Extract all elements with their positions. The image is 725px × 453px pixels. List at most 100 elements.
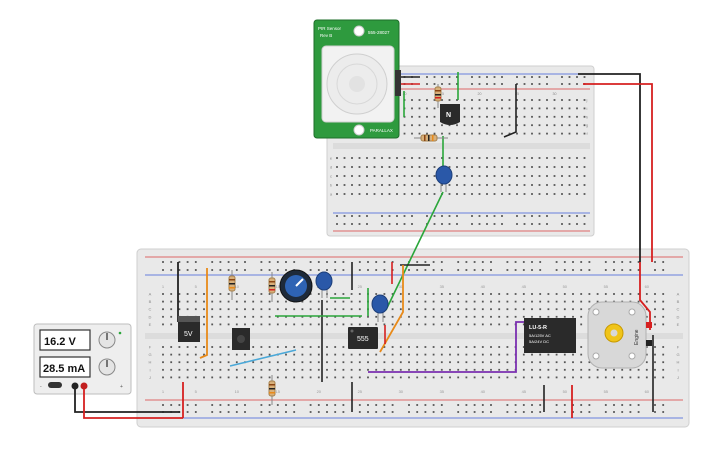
- main-row-label-left: A: [149, 292, 152, 297]
- main-col-label-bottom: 20: [317, 389, 322, 394]
- top-col-label: 15: [440, 92, 444, 96]
- top-breadboard-center-channel: [333, 143, 590, 149]
- main-col-label-top: 10: [235, 284, 240, 289]
- resistor-main-3[interactable]: [268, 375, 276, 405]
- main-row-label-left: G: [148, 352, 151, 357]
- main-row-label-left: C: [149, 307, 152, 312]
- gnd-long-wire[interactable]: [578, 73, 641, 262]
- top-col-label: 30: [553, 92, 557, 96]
- relay[interactable]: LU-5-R 5A/125V AC 5A/24V DC: [524, 318, 576, 353]
- main-col-label-top: 45: [522, 284, 527, 289]
- main-row-label-right: A: [677, 292, 680, 297]
- main-col-label-top: 60: [645, 284, 650, 289]
- transistor-label: N: [446, 112, 451, 119]
- top-row-label: i: [587, 106, 588, 111]
- timer-ic-555[interactable]: 555: [348, 327, 378, 349]
- psu-positive-wire[interactable]: [83, 389, 183, 419]
- main-row-label-left: H: [149, 360, 152, 365]
- top-row-label: f: [586, 131, 588, 136]
- main-col-label-bottom: 60: [645, 389, 650, 394]
- main-row-label-right: G: [676, 352, 679, 357]
- motor-label: Engine: [634, 329, 640, 345]
- terminal-plus-label: +: [120, 384, 123, 390]
- main-row-label-right: E: [677, 322, 680, 327]
- potentiometer[interactable]: [279, 269, 313, 303]
- top-row-label: j: [586, 98, 588, 103]
- orange-jumper-left[interactable]: [199, 268, 208, 359]
- main-row-label-right: D: [677, 314, 680, 319]
- capacitor-main-1[interactable]: [315, 271, 333, 298]
- pir-header-pins[interactable]: [395, 70, 401, 96]
- main-row-label-left: F: [149, 345, 152, 350]
- main-col-label-top: 55: [604, 284, 609, 289]
- resistor-main-2[interactable]: [268, 272, 276, 302]
- pir-mount-hole-bottom: [353, 124, 365, 136]
- relay-rating-ac: 5A/125V AC: [529, 333, 551, 338]
- resistor-top-1[interactable]: [434, 84, 442, 108]
- orange-jumper-mid[interactable]: [379, 265, 404, 353]
- power-led-icon: [118, 331, 122, 335]
- main-col-label-bottom: 10: [235, 389, 240, 394]
- resistor-top-2[interactable]: [414, 134, 448, 142]
- pir-sensor[interactable]: PIR Sensor Rev B 555-28027 PARALLAX: [313, 19, 401, 139]
- main-row-label-right: J: [677, 375, 679, 380]
- pir-dome-ring: [336, 63, 378, 105]
- capacitor-top[interactable]: [435, 165, 453, 192]
- pir-brand: PARALLAX: [370, 128, 393, 133]
- main-row-label-left: E: [149, 322, 152, 327]
- main-col-label-top: 1: [162, 284, 165, 289]
- power-switch[interactable]: [48, 382, 62, 388]
- main-col-label-top: 5: [195, 284, 198, 289]
- motor-vcc-jumper[interactable]: [639, 262, 651, 330]
- main-col-label-bottom: 40: [481, 389, 486, 394]
- pir-part-number: 555-28027: [368, 30, 390, 35]
- lightblue-jumper[interactable]: [229, 349, 297, 367]
- main-col-label-bottom: 1: [162, 389, 165, 394]
- main-breadboard-center-channel: [145, 333, 683, 339]
- main-row-label-left: I: [149, 367, 150, 372]
- resistor-main-1[interactable]: [228, 270, 236, 300]
- top-row-label: a: [330, 192, 333, 197]
- capacitor-main-2[interactable]: [371, 294, 389, 322]
- main-breadboard-labels: 1155101015152020252530303535404045455050…: [148, 284, 679, 394]
- relay-model-label: LU-5-R: [529, 325, 547, 331]
- dc-motor[interactable]: Engine: [587, 301, 652, 369]
- top-board-wiring[interactable]: N: [401, 72, 517, 192]
- main-col-label-top: 50: [563, 284, 568, 289]
- top-gnd-jumper[interactable]: [503, 84, 517, 138]
- signal-long-wire[interactable]: [385, 191, 444, 311]
- main-col-label-bottom: 55: [604, 389, 609, 394]
- main-col-label-top: 40: [481, 284, 486, 289]
- npn-transistor[interactable]: N: [440, 104, 460, 125]
- top-row-label: b: [330, 183, 333, 188]
- main-row-label-right: I: [677, 367, 678, 372]
- psu-negative-wire[interactable]: [74, 389, 180, 413]
- power-supply[interactable]: 16.2 V 28.5 mA - +: [33, 323, 132, 395]
- vcc-long-wire[interactable]: [583, 83, 653, 262]
- main-row-label-left: J: [149, 375, 151, 380]
- power-supply-wiring[interactable]: [74, 389, 183, 419]
- push-button[interactable]: [232, 328, 250, 350]
- interboard-wiring[interactable]: [385, 73, 653, 311]
- voltage-readout: 16.2 V: [44, 336, 76, 348]
- regulator-label: 5V: [184, 331, 193, 338]
- voltage-regulator[interactable]: 5V: [178, 316, 200, 342]
- pir-dome-center: [349, 76, 365, 92]
- main-col-label-bottom: 15: [276, 389, 281, 394]
- main-col-label-bottom: 5: [195, 389, 198, 394]
- terminal-positive[interactable]: [80, 382, 88, 390]
- pir-revision: Rev B: [320, 33, 332, 38]
- terminal-negative[interactable]: [71, 382, 79, 390]
- top-row-label: d: [330, 165, 332, 170]
- main-col-label-bottom: 45: [522, 389, 527, 394]
- main-row-label-left: B: [149, 299, 152, 304]
- main-col-label-bottom: 25: [358, 389, 363, 394]
- top-col-label: 20: [478, 92, 482, 96]
- pir-title: PIR Sensor: [318, 26, 342, 31]
- current-readout: 28.5 mA: [43, 363, 85, 375]
- top-col-label: 25: [515, 92, 519, 96]
- main-row-label-left: D: [149, 314, 152, 319]
- main-col-label-bottom: 30: [399, 389, 404, 394]
- main-col-label-top: 30: [399, 284, 404, 289]
